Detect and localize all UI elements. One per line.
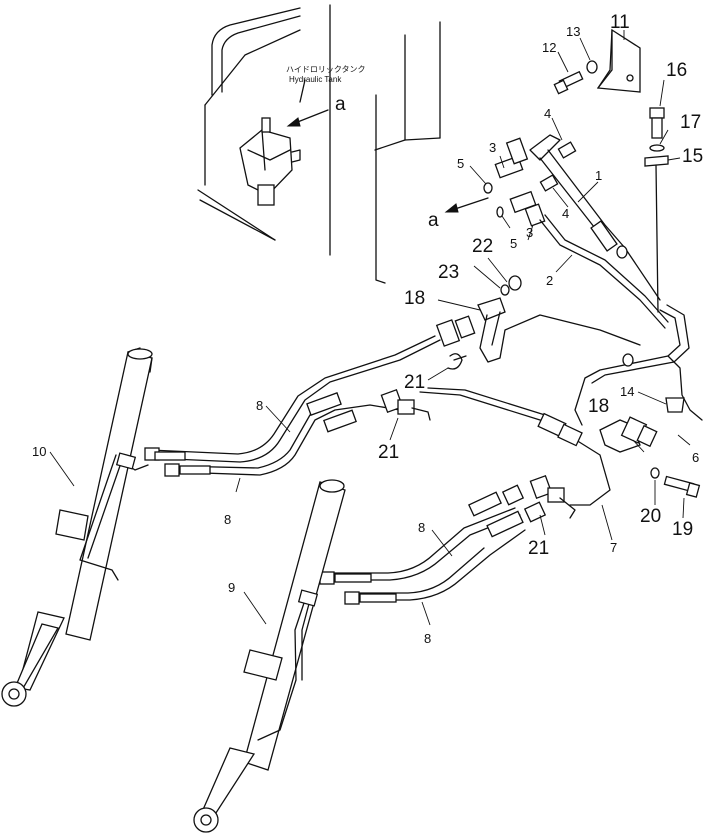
callout-16: 16 bbox=[666, 60, 687, 81]
tank-label-en: Hydraulic Tank bbox=[289, 75, 342, 84]
callout-14: 14 bbox=[620, 384, 634, 399]
pipe-6 bbox=[574, 304, 703, 426]
clamp-15 bbox=[644, 155, 669, 313]
callout-12: 12 bbox=[542, 40, 556, 55]
clip-21-upper bbox=[447, 353, 467, 370]
view-marker-mid: a bbox=[428, 210, 439, 231]
cylinder-9 bbox=[193, 479, 346, 833]
callout-6: 6 bbox=[692, 450, 699, 465]
hose-2 bbox=[539, 214, 669, 329]
callout-4a: 4 bbox=[544, 106, 551, 121]
callout-3b: 3 bbox=[526, 225, 533, 240]
callout-23: 23 bbox=[438, 262, 459, 283]
washer-20 bbox=[650, 467, 660, 479]
elbow-21-lower bbox=[529, 474, 576, 519]
control-valve bbox=[239, 117, 301, 206]
callout-7: 7 bbox=[610, 540, 617, 555]
view-arrow-top bbox=[286, 109, 329, 127]
hose-8-upper-b bbox=[154, 392, 401, 477]
nut-22 bbox=[508, 275, 522, 291]
callout-21b: 21 bbox=[378, 442, 399, 463]
callout-18b: 18 bbox=[588, 396, 609, 417]
callout-1: 1 bbox=[595, 168, 602, 183]
callout-8c: 8 bbox=[418, 520, 425, 535]
callout-labels: 1 2 3 3 4 4 5 5 6 7 8 8 8 8 9 10 11 12 1… bbox=[32, 12, 703, 646]
pipe-7 bbox=[419, 387, 611, 506]
callout-8b: 8 bbox=[224, 512, 231, 527]
washer-13 bbox=[586, 60, 598, 74]
nipple-fitting-lower bbox=[539, 174, 559, 192]
callout-19: 19 bbox=[672, 519, 693, 540]
washer-17 bbox=[649, 144, 665, 152]
callout-21c: 21 bbox=[528, 538, 549, 559]
callout-11: 11 bbox=[610, 12, 630, 33]
hose-1 bbox=[529, 134, 661, 301]
callout-8a: 8 bbox=[256, 398, 263, 413]
bracket-18-right bbox=[599, 416, 658, 453]
view-arrow-mid bbox=[444, 197, 489, 213]
bracket-11 bbox=[596, 28, 641, 93]
hose-8-upper-a bbox=[144, 315, 476, 463]
bracket-18-left bbox=[477, 297, 641, 363]
elbow-21-center bbox=[380, 388, 431, 421]
hydraulic-tank bbox=[197, 4, 441, 284]
hose-8-lower-a bbox=[319, 484, 525, 585]
hose-8-lower-b bbox=[344, 501, 547, 605]
callout-18a: 18 bbox=[404, 288, 425, 309]
leader-lines bbox=[49, 30, 691, 626]
tank-label-jp: ハイドロリックタンク bbox=[286, 65, 366, 74]
callout-5b: 5 bbox=[510, 236, 517, 251]
nipple-fitting-upper bbox=[557, 141, 577, 159]
callout-10: 10 bbox=[32, 444, 46, 459]
callout-21a: 21 bbox=[404, 372, 425, 393]
bolt-19 bbox=[663, 475, 701, 498]
callout-3a: 3 bbox=[489, 140, 496, 155]
callout-17: 17 bbox=[680, 112, 701, 133]
bolt-12 bbox=[553, 70, 584, 95]
callout-22: 22 bbox=[472, 236, 493, 257]
bolt-16 bbox=[649, 107, 665, 139]
callout-15: 15 bbox=[682, 146, 703, 167]
elbow-fitting-lower bbox=[496, 190, 546, 227]
callout-5a: 5 bbox=[457, 156, 464, 171]
callout-8d: 8 bbox=[424, 631, 431, 646]
view-marker-top: a bbox=[335, 94, 346, 115]
elbow-fitting-upper bbox=[483, 137, 529, 194]
callout-9: 9 bbox=[228, 580, 235, 595]
callout-13: 13 bbox=[566, 24, 580, 39]
cylinder-10 bbox=[1, 347, 153, 707]
clip-14 bbox=[665, 397, 685, 413]
callout-2: 2 bbox=[546, 273, 553, 288]
callout-20: 20 bbox=[640, 506, 661, 527]
callout-4b: 4 bbox=[562, 206, 569, 221]
washer-23 bbox=[500, 284, 510, 296]
